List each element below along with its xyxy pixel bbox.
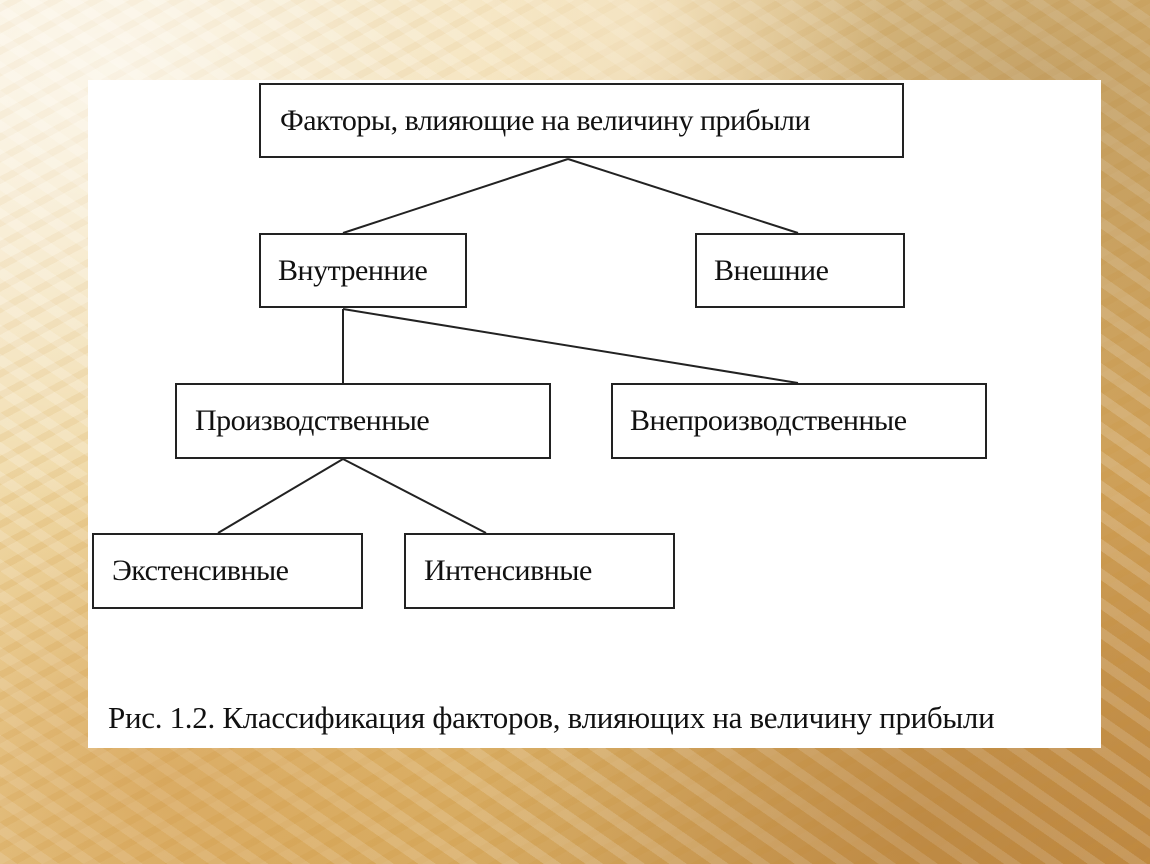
node-nonproduction-label: Внепроизводственные [630, 404, 907, 437]
node-intensive-label: Интенсивные [424, 554, 592, 587]
connector-root-external [567, 158, 799, 234]
node-nonproduction: Внепроизводственные [611, 383, 987, 459]
connector-production-intensive [342, 458, 487, 534]
node-root: Факторы, влияющие на величину прибыли [259, 83, 904, 158]
connector-internal-nonproduction [342, 308, 799, 384]
node-extensive-label: Экстенсивные [112, 554, 289, 587]
connector-root-internal [342, 158, 569, 234]
node-root-label: Факторы, влияющие на величину прибыли [280, 103, 811, 137]
node-production: Производственные [175, 383, 551, 459]
node-external-label: Внешние [714, 253, 829, 287]
diagram-panel: Факторы, влияющие на величину прибыли Вн… [88, 80, 1101, 748]
figure-caption: Рис. 1.2. Классификация факторов, влияющ… [108, 700, 995, 735]
node-intensive: Интенсивные [404, 533, 675, 609]
node-extensive: Экстенсивные [92, 533, 363, 609]
node-internal-label: Внутренние [278, 253, 428, 287]
connector-layer [217, 158, 799, 534]
node-external: Внешние [695, 233, 905, 308]
node-production-label: Производственные [195, 404, 430, 437]
connector-production-extensive [217, 458, 344, 534]
node-internal: Внутренние [259, 233, 467, 308]
